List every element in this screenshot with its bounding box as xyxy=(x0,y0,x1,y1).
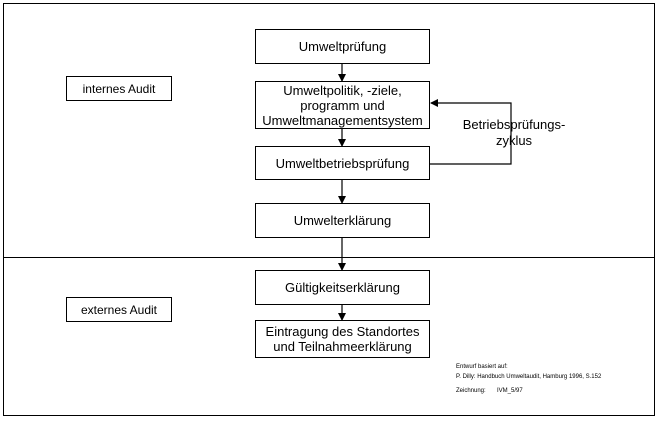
internal-external-divider xyxy=(3,257,655,258)
step-environmental-audit: Umweltbetriebsprüfung xyxy=(255,146,430,180)
diagram-frame xyxy=(3,3,655,416)
step-environmental-statement: Umwelterklärung xyxy=(255,203,430,238)
cycle-loop-line xyxy=(430,99,512,165)
internal-audit-label: internes Audit xyxy=(66,76,172,101)
external-audit-label: externes Audit xyxy=(66,297,172,322)
audit-cycle-label: Betriebsprüfungs- zyklus xyxy=(462,117,566,148)
step-environmental-review: Umweltprüfung xyxy=(255,29,430,64)
source-note-heading: Entwurf basiert auf: xyxy=(456,364,508,370)
drawing-credit-value: IVM_5/97 xyxy=(497,388,523,394)
source-note-reference: P. Dilly: Handbuch Umweltaudit, Hamburg … xyxy=(456,374,602,380)
step-site-registration: Eintragung des Standortes und Teilnahmee… xyxy=(255,320,430,358)
step-validation: Gültigkeitserklärung xyxy=(255,270,430,305)
drawing-credit-key: Zeichnung: xyxy=(456,388,486,394)
step-policy-and-management-system: Umweltpolitik, -ziele, programm und Umwe… xyxy=(255,81,430,129)
